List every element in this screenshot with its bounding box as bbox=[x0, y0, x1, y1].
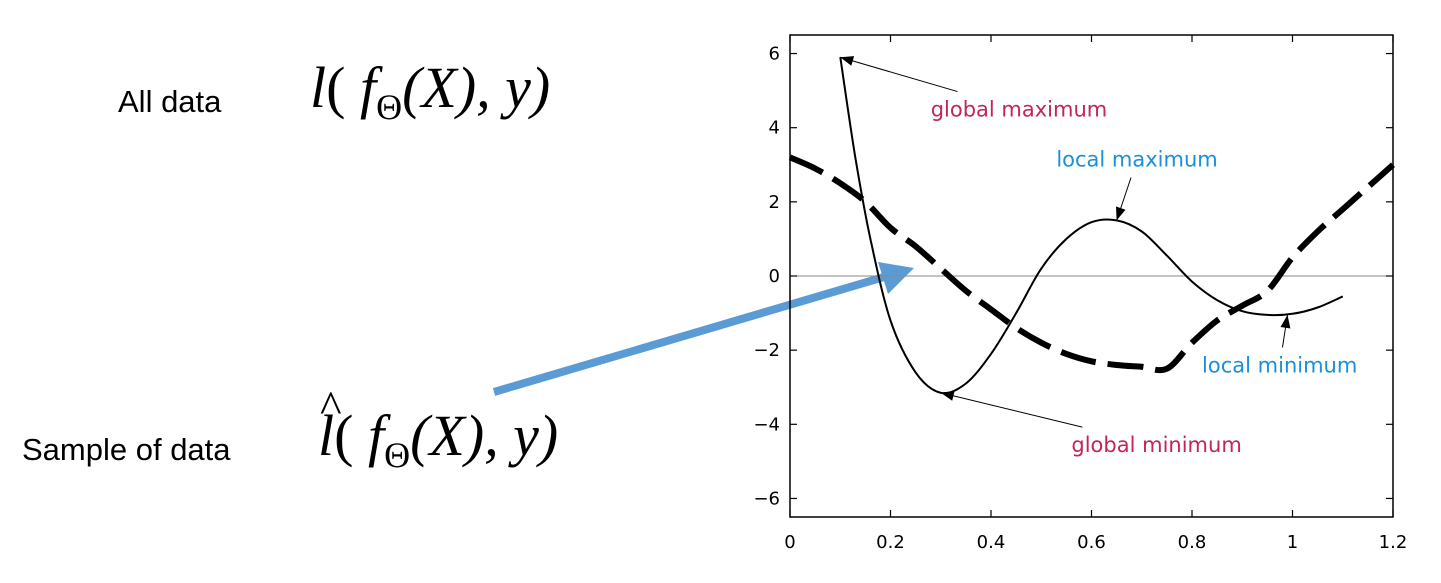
annotation-arrowhead bbox=[1280, 314, 1291, 329]
sample-loss-dashed-line bbox=[788, 154, 1395, 374]
y-tick-label: 4 bbox=[769, 118, 780, 139]
annotation-label: global maximum bbox=[931, 98, 1108, 122]
y-tick-label: 2 bbox=[769, 192, 780, 213]
theta-subscript: Θ bbox=[376, 87, 403, 127]
x-tick-label: 1 bbox=[1287, 532, 1298, 553]
loss-args-hat: (X), y) bbox=[410, 403, 559, 468]
loss-fn: l bbox=[310, 55, 327, 120]
annotation-arrowhead bbox=[940, 391, 955, 401]
loss-args: (X), y) bbox=[402, 55, 551, 120]
annotation-label: global minimum bbox=[1071, 433, 1241, 457]
annotation-leader bbox=[940, 392, 1083, 428]
loss-hat-fn: l bbox=[318, 380, 342, 469]
sample-data-formula: l( fΘ(X), y) bbox=[318, 380, 559, 476]
x-tick-label: 0.6 bbox=[1077, 532, 1106, 553]
x-tick-label: 0.2 bbox=[876, 532, 905, 553]
y-tick-label: −6 bbox=[753, 488, 780, 509]
sample-data-label: Sample of data bbox=[22, 432, 231, 467]
x-tick-label: 0.4 bbox=[977, 532, 1006, 553]
all-data-formula: l( fΘ(X), y) bbox=[310, 55, 551, 127]
y-tick-label: 0 bbox=[769, 266, 780, 287]
x-tick-label: 1.2 bbox=[1379, 532, 1408, 553]
annotation-leader bbox=[840, 56, 958, 93]
y-tick-label: −2 bbox=[753, 340, 780, 361]
x-tick-label: 0.8 bbox=[1178, 532, 1207, 553]
annotation-arrowhead bbox=[840, 56, 855, 66]
true-loss-solid-line bbox=[839, 57, 1344, 395]
annotation-arrowhead bbox=[1116, 206, 1126, 221]
all-data-label: All data bbox=[118, 84, 222, 119]
y-tick-label: 6 bbox=[769, 44, 780, 65]
theta-subscript-hat: Θ bbox=[384, 435, 411, 475]
y-tick-label: −4 bbox=[753, 414, 780, 435]
annotation-label: local minimum bbox=[1202, 353, 1357, 377]
x-tick-label: 0 bbox=[784, 532, 795, 553]
annotation-label: local maximum bbox=[1056, 148, 1217, 172]
